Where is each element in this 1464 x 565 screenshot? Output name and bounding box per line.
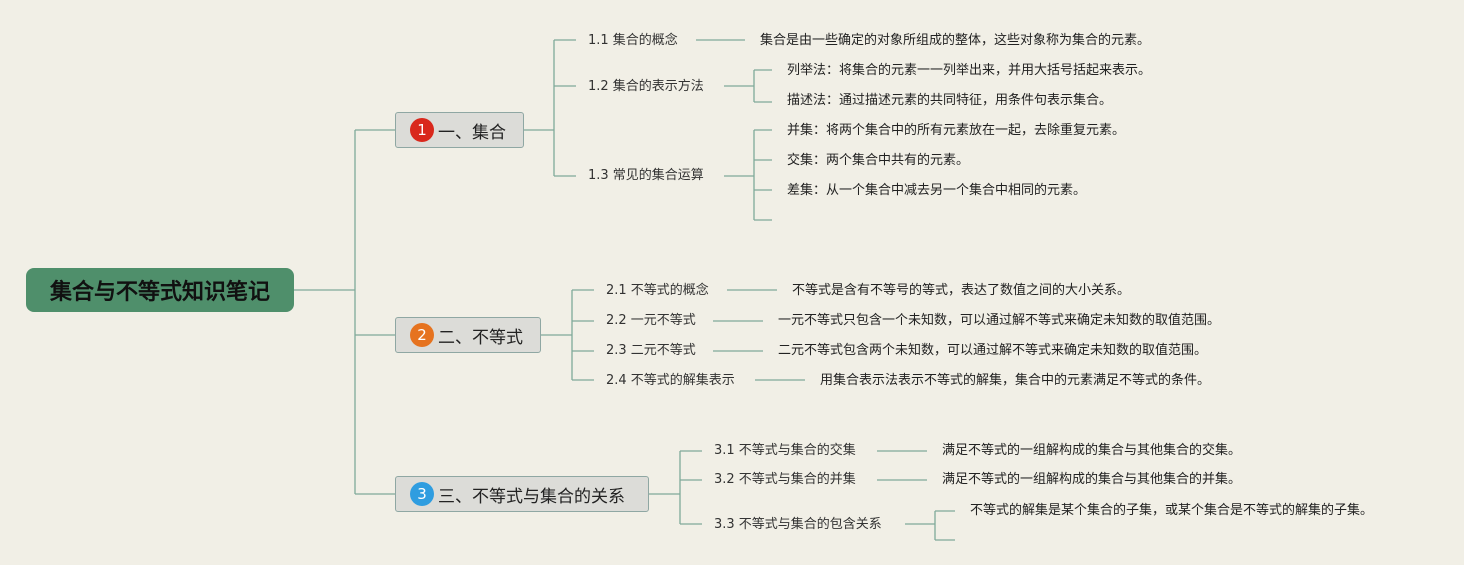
subtopic-3-1[interactable]: 3.1 不等式与集合的交集 [714,443,856,458]
branch-relations[interactable]: 3 三、不等式与集合的关系 [395,476,649,512]
leaf-2-2[interactable]: 一元不等式只包含一个未知数，可以通过解不等式来确定未知数的取值范围。 [778,313,1221,328]
subtopic-2-1[interactable]: 2.1 不等式的概念 [606,283,709,298]
branch-sets[interactable]: 1 一、集合 [395,112,524,148]
leaf-1-3-a[interactable]: 并集：将两个集合中的所有元素放在一起，去除重复元素。 [787,123,1126,138]
number-badge-3: 3 [410,482,434,506]
leaf-3-2[interactable]: 满足不等式的一组解构成的集合与其他集合的并集。 [942,472,1242,487]
number-badge-2: 2 [410,323,434,347]
branch-label: 二、不等式 [438,327,523,348]
root-topic[interactable]: 集合与不等式知识笔记 [26,268,294,312]
leaf-2-3[interactable]: 二元不等式包含两个未知数，可以通过解不等式来确定未知数的取值范围。 [778,343,1208,358]
subtopic-2-4[interactable]: 2.4 不等式的解集表示 [606,373,735,388]
subtopic-3-3[interactable]: 3.3 不等式与集合的包含关系 [714,517,882,532]
subtopic-1-2[interactable]: 1.2 集合的表示方法 [588,79,704,94]
branch-label: 三、不等式与集合的关系 [438,486,625,507]
branch-inequalities[interactable]: 2 二、不等式 [395,317,541,353]
leaf-1-2-a[interactable]: 列举法：将集合的元素一一列举出来，并用大括号括起来表示。 [787,63,1152,78]
subtopic-2-2[interactable]: 2.2 一元不等式 [606,313,696,328]
leaf-2-1[interactable]: 不等式是含有不等号的等式，表达了数值之间的大小关系。 [792,283,1131,298]
leaf-1-1[interactable]: 集合是由一些确定的对象所组成的整体，这些对象称为集合的元素。 [760,33,1151,48]
leaf-2-4[interactable]: 用集合表示法表示不等式的解集，集合中的元素满足不等式的条件。 [820,373,1211,388]
leaf-1-2-b[interactable]: 描述法：通过描述元素的共同特征，用条件句表示集合。 [787,93,1113,108]
leaf-3-3[interactable]: 不等式的解集是某个集合的子集，或某个集合是不等式的解集的子集。 [970,503,1374,518]
leaf-1-3-b[interactable]: 交集：两个集合中共有的元素。 [787,153,970,168]
leaf-3-1[interactable]: 满足不等式的一组解构成的集合与其他集合的交集。 [942,443,1242,458]
branch-label: 一、集合 [438,122,506,143]
number-badge-1: 1 [410,118,434,142]
subtopic-1-3[interactable]: 1.3 常见的集合运算 [588,168,704,183]
subtopic-1-1[interactable]: 1.1 集合的概念 [588,33,678,48]
subtopic-2-3[interactable]: 2.3 二元不等式 [606,343,696,358]
root-title: 集合与不等式知识笔记 [49,280,270,305]
leaf-1-3-c[interactable]: 差集：从一个集合中减去另一个集合中相同的元素。 [787,183,1087,198]
subtopic-3-2[interactable]: 3.2 不等式与集合的并集 [714,472,856,487]
